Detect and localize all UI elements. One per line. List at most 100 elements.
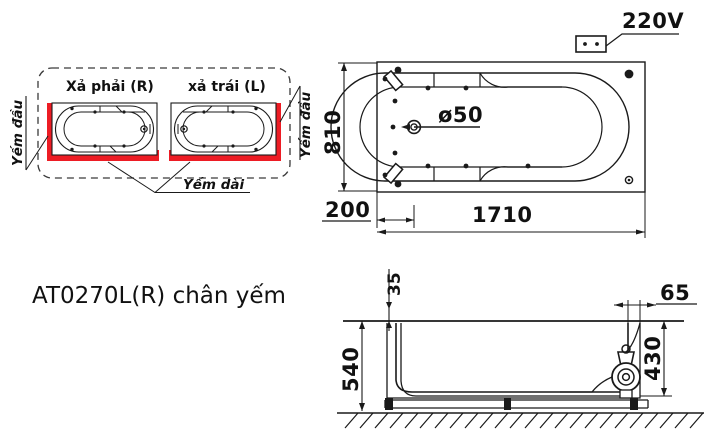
model-label: AT0270L(R) chân yếm: [32, 283, 286, 309]
variant-panel-boundary: [37, 67, 291, 179]
dim-arrow: [636, 229, 645, 235]
jet-dot: [254, 147, 258, 152]
jet-dot: [425, 85, 431, 91]
drain-icon-right: [140, 125, 148, 133]
leader-line-right: [279, 85, 301, 123]
pump-motor-ring-inner: [621, 372, 631, 382]
pump-assembly: [560, 322, 641, 399]
drain-center: [182, 127, 186, 131]
callout-head-apron-right: Yếm đầu: [279, 85, 314, 160]
jet-dot: [70, 106, 74, 111]
leader-line-left: [25, 135, 49, 171]
dim-arrow: [377, 229, 386, 235]
tub-detail-top-right: [183, 105, 229, 113]
jet-dot: [254, 106, 258, 111]
label-long-apron: Yếm dài: [183, 176, 244, 193]
power-socket-group: 220V: [575, 9, 684, 53]
jet-dot: [122, 110, 126, 114]
hatch-lines: [344, 412, 704, 429]
dim-arrow: [406, 217, 414, 223]
tub-variant-left-drain: [169, 102, 281, 161]
leader-line-bottom-b: [154, 161, 191, 193]
dim-arrow: [377, 217, 385, 223]
pump-motor-ring-mid: [617, 368, 635, 386]
tub-variant-right-drain: [47, 102, 159, 161]
leader-line-bottom-a: [107, 161, 180, 193]
faucet-icon-top: [382, 66, 404, 92]
jet-dot: [202, 110, 206, 114]
drain-callout-group: ø50: [401, 103, 483, 135]
jet-dot: [463, 85, 469, 91]
tub-shell-left: [54, 105, 155, 153]
dimension-label-1710: 1710: [472, 203, 532, 227]
dimension-label-430: 430: [641, 336, 665, 381]
jet-dot: [463, 163, 469, 169]
jet-dot: [70, 147, 74, 152]
plan-detail-bottom-ticks: [433, 167, 481, 181]
callout-long-apron: Yếm dài: [107, 161, 250, 194]
dimension-label-200: 200: [325, 198, 370, 222]
dim-arrow: [661, 388, 667, 396]
dimension-height-540: 540: [339, 321, 365, 411]
dim-arrow: [341, 183, 347, 191]
dimension-width-1710: 1710: [377, 192, 646, 238]
jet-ring: [624, 175, 634, 185]
base-foot: [504, 398, 511, 410]
label-head-apron-left: Yếm đầu: [9, 100, 26, 166]
dim-ext-lines-200: [376, 192, 415, 228]
callout-head-apron-left: Yếm đầu: [9, 96, 49, 171]
variant-panel: Xả phải (R) xả trái (L) Yếm đầu Yếm đầu …: [9, 67, 314, 194]
power-label: 220V: [622, 9, 684, 33]
jet-dot: [525, 163, 531, 169]
dim-arrow: [359, 403, 365, 411]
dim-ext-lines-810: [338, 62, 377, 192]
dim-arrow: [614, 302, 623, 308]
section-tub-outer-wall: [400, 323, 626, 397]
pump-motor-icon: [611, 362, 641, 392]
section-view: 35 540 430 65: [337, 269, 704, 429]
pump-top-ring: [621, 344, 631, 354]
jet-dot: [122, 144, 126, 148]
dimension-offset-65: 65: [614, 281, 697, 323]
jet-dot: [93, 110, 97, 114]
jet-dot: [231, 110, 235, 114]
plan-detail-top-curve: [479, 72, 562, 88]
plan-tub-shell: [330, 72, 630, 182]
drain-icon-left: [180, 125, 188, 133]
dim-arrow: [661, 321, 667, 329]
drain-arrow: [401, 124, 410, 130]
dimension-label-35: 35: [385, 272, 405, 296]
plan-view: 220V: [321, 9, 684, 238]
drain-callout-label: ø50: [438, 103, 483, 127]
socket-pin: [583, 42, 587, 46]
pump-suction-pipe: [560, 376, 613, 393]
dimension-offset-200: 200: [322, 192, 415, 228]
jet-dot-large: [624, 69, 634, 79]
heading-right-drain: Xả phải (R): [66, 79, 154, 95]
jet-dot: [202, 144, 206, 148]
faucet-icon-bottom: [382, 162, 404, 188]
base-foot: [630, 398, 638, 410]
dim-arrow: [647, 302, 656, 308]
tub-detail-bottom-right: [211, 145, 229, 153]
dimension-label-65: 65: [660, 281, 690, 305]
power-leader-line: [605, 33, 679, 47]
jet-dot: [425, 163, 431, 169]
jet-dot: [392, 150, 398, 156]
socket-pin: [595, 42, 599, 46]
dimension-label-540: 540: [339, 347, 363, 392]
plan-detail-bottom-curve: [479, 166, 562, 182]
jet-dot: [392, 98, 398, 104]
label-head-apron-right: Yếm đầu: [297, 92, 314, 158]
pump-hose: [625, 322, 641, 353]
dimension-depth-810: 810: [321, 62, 377, 192]
floor-hatch-icon: [337, 412, 704, 429]
drain-center: [142, 127, 146, 131]
dim-arrow: [359, 321, 365, 329]
tub-detail-top-left: [99, 105, 145, 113]
section-base-rail: [384, 399, 649, 409]
dimension-label-810: 810: [321, 110, 345, 155]
dim-ext-lines-65: [627, 300, 641, 323]
tub-shell-right: [173, 105, 274, 153]
